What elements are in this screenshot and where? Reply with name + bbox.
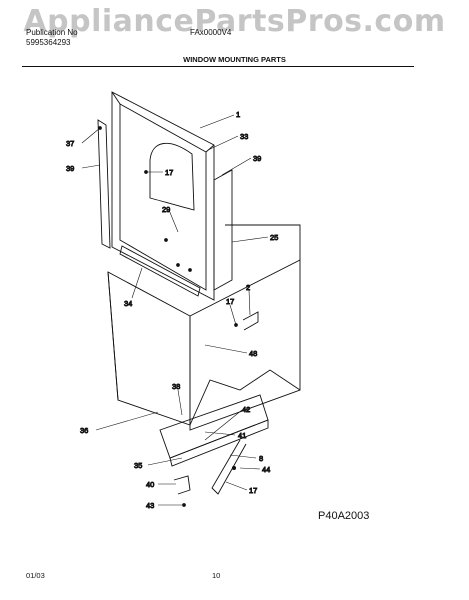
callout-29: 29: [162, 205, 170, 214]
watermark: AppliancePartsPros.com: [23, 4, 446, 39]
callout-36: 36: [80, 426, 88, 435]
support-leg: [211, 439, 247, 495]
small-bracket: [173, 475, 191, 495]
leader-lines: [81, 114, 269, 506]
callout-39-right: 39: [253, 154, 261, 163]
model-number: FAx0000V4: [190, 28, 232, 37]
callout-34: 34: [124, 299, 132, 308]
callout-42: 42: [242, 405, 250, 414]
callout-1: 1: [236, 110, 240, 119]
callout-43: 43: [146, 501, 154, 510]
callout-8: 8: [259, 454, 263, 463]
callout-17-top: 17: [165, 168, 173, 177]
publication-label: Publication No: [26, 28, 78, 37]
right-curtain: [213, 169, 233, 291]
screws: [98, 126, 238, 507]
callout-44: 44: [262, 465, 270, 474]
callout-40: 40: [146, 480, 154, 489]
bottom-rail: [119, 245, 201, 297]
footer-page-number: 10: [212, 571, 221, 580]
sill-support-bracket: [159, 394, 269, 467]
callout-38: 38: [172, 382, 180, 391]
callout-25: 25: [270, 233, 278, 242]
callout-2: 2: [246, 283, 250, 292]
callout-35: 35: [134, 461, 142, 470]
callout-39-left: 39: [66, 164, 74, 173]
title-rule: [22, 66, 414, 67]
callout-17-mid: 17: [226, 297, 234, 306]
callout-33: 33: [240, 132, 248, 141]
window-panel-glass: [149, 142, 195, 211]
publication-number: 5995364293: [26, 38, 71, 47]
window-panel-frame: [111, 91, 215, 301]
angle-bracket: [242, 311, 259, 331]
callout-37: 37: [66, 139, 74, 148]
callout-48: 48: [249, 349, 257, 358]
section-title: WINDOW MOUNTING PARTS: [183, 55, 286, 64]
callout-17-bottom: 17: [249, 486, 257, 495]
cabinet-shell: [107, 224, 301, 431]
left-curtain: [97, 119, 111, 249]
callout-41: 41: [238, 431, 246, 440]
diagram-code: P40A2003: [318, 510, 370, 522]
footer-date: 01/03: [26, 571, 45, 580]
